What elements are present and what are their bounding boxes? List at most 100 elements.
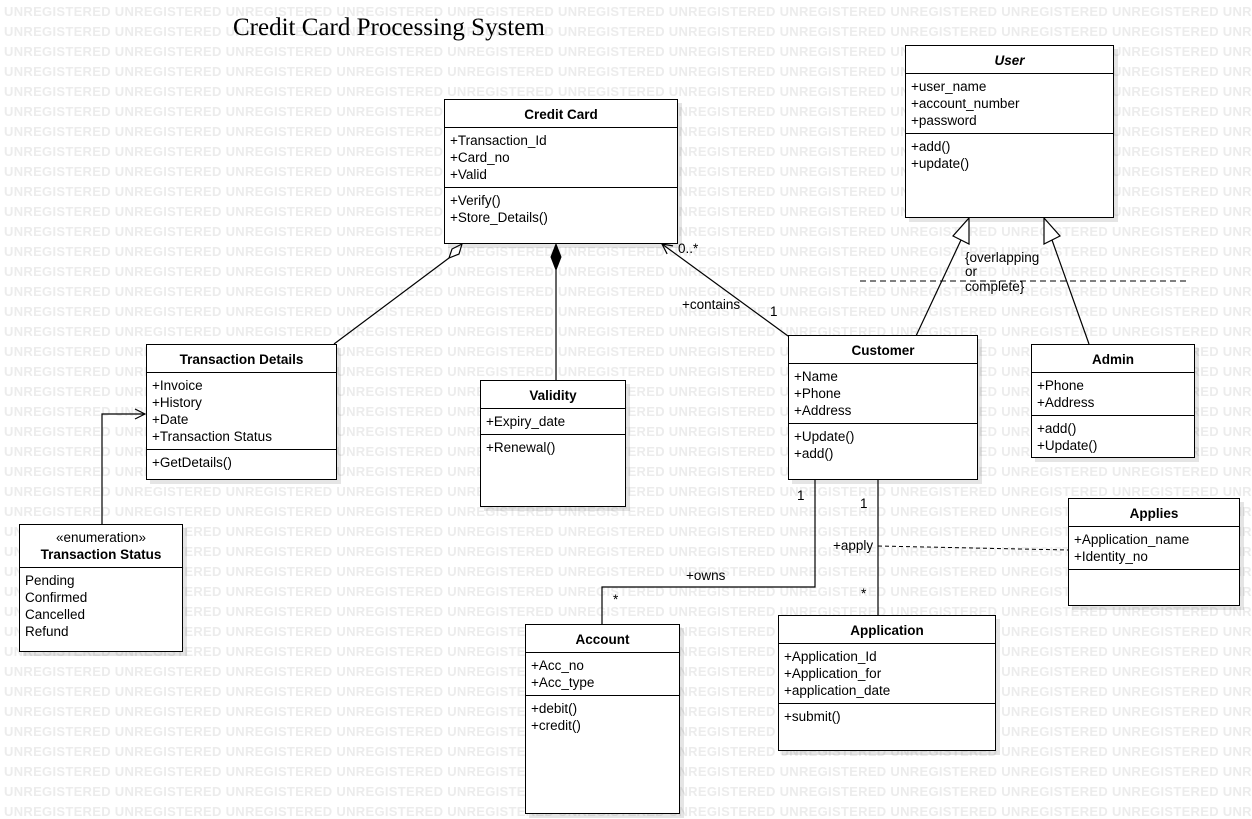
class-admin[interactable]: Admin +Phone +Address +add() +Update() (1031, 344, 1195, 458)
attribute: +Acc_type (531, 675, 595, 690)
operation: +debit() (531, 701, 578, 716)
class-name: Transaction Status (40, 547, 162, 562)
aggregation-diamond (448, 242, 463, 260)
generalization-customer (915, 239, 962, 337)
attribute: +Application_for (784, 666, 882, 681)
attribute: +Card_no (450, 150, 510, 165)
stereotype: «enumeration» (55, 530, 147, 545)
attributes: +Application_Id +Application_for +applic… (779, 644, 995, 704)
operation: +GetDetails() (152, 455, 232, 470)
attributes: +Acc_no +Acc_type (526, 653, 679, 696)
constraint-label-line: complete} (965, 279, 1025, 294)
constraint-label-line: {overlapping (965, 250, 1040, 265)
operation: +update() (911, 156, 970, 171)
multiplicity-label: * (861, 586, 867, 601)
operation: +add() (1037, 421, 1077, 436)
attribute: +Valid (450, 167, 487, 182)
class-validity[interactable]: Validity +Expiry_date +Renewal() (480, 380, 626, 507)
attribute: +Application_Id (784, 649, 877, 664)
operations: +Renewal() (481, 435, 625, 460)
literal: Pending (25, 573, 75, 588)
enumeration-literals: Pending Confirmed Cancelled Refund (20, 568, 182, 644)
class-user[interactable]: User +user_name +account_number +passwor… (905, 45, 1114, 218)
diagram-title: Credit Card Processing System (233, 14, 545, 41)
attributes: +Phone +Address (1032, 373, 1194, 416)
role-label: +contains (682, 297, 741, 312)
attribute: +Address (1037, 395, 1095, 410)
attribute: +password (911, 113, 977, 128)
enumeration-header: «enumeration» Transaction Status (20, 525, 182, 568)
attributes: +Transaction_Id +Card_no +Valid (445, 128, 677, 188)
class-name: Applies (1069, 499, 1239, 527)
class-customer[interactable]: Customer +Name +Phone +Address +Update()… (788, 335, 978, 480)
literal: Confirmed (25, 590, 88, 605)
class-credit-card[interactable]: Credit Card +Transaction_Id +Card_no +Va… (444, 99, 678, 244)
attributes: +Invoice +History +Date +Transaction Sta… (147, 373, 336, 450)
class-name: User (906, 46, 1113, 74)
role-label: +owns (686, 568, 726, 583)
attribute: +Phone (794, 386, 841, 401)
class-transaction-details[interactable]: Transaction Details +Invoice +History +D… (146, 344, 337, 480)
operation: +Renewal() (486, 440, 556, 455)
operation: +add() (794, 446, 834, 461)
attribute: +Invoice (152, 378, 203, 393)
contains-association (662, 244, 789, 337)
enumeration-transaction-status[interactable]: «enumeration» Transaction Status Pending… (19, 524, 183, 652)
class-name: Application (779, 616, 995, 644)
operation: +add() (911, 139, 951, 154)
attribute: +Name (794, 369, 838, 384)
generalization-admin (1051, 239, 1090, 345)
operations: +submit() (779, 704, 995, 729)
attribute: +account_number (911, 96, 1020, 111)
aggregation-line (333, 257, 450, 345)
class-name: Transaction Details (147, 345, 336, 373)
operations: +Verify() +Store_Details() (445, 188, 677, 230)
literal: Cancelled (25, 607, 86, 622)
operation: +Update() (794, 429, 855, 444)
class-application[interactable]: Application +Application_Id +Application… (778, 615, 996, 751)
operations: +add() +Update() (1032, 416, 1194, 458)
class-name: Admin (1032, 345, 1194, 373)
class-name: Account (526, 625, 679, 653)
attribute: +Transaction Status (152, 429, 272, 444)
role-label: +apply (833, 538, 874, 553)
attribute: +Acc_no (531, 658, 584, 673)
operations (1069, 570, 1239, 578)
attribute: +Date (152, 412, 189, 427)
operations: +add() +update() (906, 134, 1113, 176)
attribute: +Transaction_Id (450, 133, 547, 148)
owns-association (601, 480, 816, 624)
class-name: Customer (789, 336, 977, 364)
class-name: Credit Card (445, 100, 677, 128)
operation: +Store_Details() (450, 210, 548, 225)
multiplicity-label: * (613, 592, 619, 607)
attribute: +Address (794, 403, 852, 418)
operations: +debit() +credit() (526, 696, 679, 738)
class-name: Validity (481, 381, 625, 409)
generalization-triangle-admin (1043, 216, 1061, 245)
attributes: +user_name +account_number +password (906, 74, 1113, 134)
attribute: +application_date (784, 683, 891, 698)
operation: +Verify() (450, 193, 501, 208)
attribute: +Phone (1037, 378, 1084, 393)
composition-diamond (550, 242, 562, 272)
generalization-triangle-customer (952, 216, 970, 245)
literal: Refund (25, 624, 69, 639)
multiplicity-label: 1 (770, 304, 778, 319)
attribute: +user_name (911, 79, 987, 94)
attributes: +Application_name +Identity_no (1069, 527, 1239, 570)
attribute: +Application_name (1074, 532, 1190, 547)
attribute: +Expiry_date (486, 414, 566, 429)
attributes: +Expiry_date (481, 409, 625, 435)
enumeration-link (101, 414, 145, 524)
operation: +submit() (784, 709, 841, 724)
class-applies[interactable]: Applies +Application_name +Identity_no (1068, 498, 1240, 606)
multiplicity-label: 0..* (678, 241, 699, 256)
class-account[interactable]: Account +Acc_no +Acc_type +debit() +cred… (525, 624, 680, 814)
attributes: +Name +Phone +Address (789, 364, 977, 424)
attribute: +History (152, 395, 202, 410)
attribute: +Identity_no (1074, 549, 1148, 564)
operations: +Update() +add() (789, 424, 977, 466)
association-class-link (877, 545, 1069, 551)
